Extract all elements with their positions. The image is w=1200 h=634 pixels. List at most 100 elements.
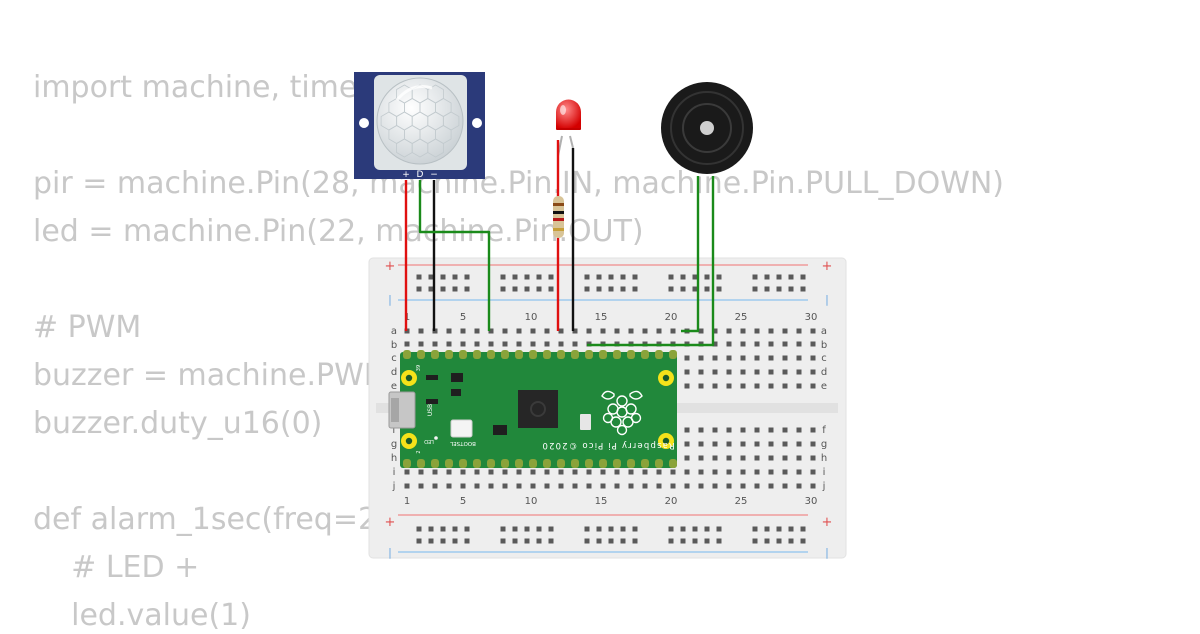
rail-hole	[464, 274, 470, 280]
pico-pin	[515, 459, 523, 468]
breadboard-hole	[418, 328, 424, 334]
rail-hole	[764, 274, 770, 280]
breadboard-hole	[460, 483, 466, 489]
rail-plus-label: +	[385, 259, 396, 274]
pico-pin	[403, 459, 411, 468]
breadboard-hole	[628, 469, 634, 475]
pico-pin	[627, 350, 635, 359]
breadboard-hole	[796, 427, 802, 433]
led-label: LED	[424, 438, 434, 444]
rail-hole	[524, 526, 530, 532]
bootsel-button[interactable]	[450, 419, 473, 438]
pico-pin	[669, 459, 677, 468]
rail-hole	[608, 538, 614, 544]
breadboard-hole	[474, 469, 480, 475]
breadboard-hole	[558, 469, 564, 475]
red-led[interactable]	[556, 99, 581, 157]
rail-hole	[680, 286, 686, 292]
pico-pin	[515, 350, 523, 359]
breadboard-hole	[810, 455, 816, 461]
breadboard-hole	[740, 469, 746, 475]
breadboard-hole	[726, 328, 732, 334]
breadboard-hole	[488, 328, 494, 334]
rail-hole	[500, 286, 506, 292]
raspberry-pi-pico[interactable]: USB BOOTSEL LED 39 2 Ra	[388, 350, 677, 468]
pir-dome	[376, 77, 464, 165]
rail-minus-label: |	[825, 546, 829, 559]
rail-hole	[464, 538, 470, 544]
breadboard-hole	[446, 341, 452, 347]
breadboard-hole	[586, 469, 592, 475]
breadboard-hole	[726, 383, 732, 389]
rail-hole	[452, 538, 458, 544]
breadboard-hole	[446, 469, 452, 475]
rail-hole	[440, 286, 446, 292]
column-number: 20	[665, 496, 678, 507]
row-letter: d	[391, 367, 397, 378]
rail-hole	[620, 286, 626, 292]
row-letter: a	[391, 326, 397, 337]
pico-pin	[417, 350, 425, 359]
breadboard-hole	[488, 483, 494, 489]
wire-pir-data[interactable]	[418, 180, 491, 331]
wire-buzzer-2[interactable]	[681, 176, 700, 333]
column-number: 15	[595, 312, 608, 323]
breadboard-hole	[768, 455, 774, 461]
onboard-led	[434, 436, 438, 440]
code-line: led.value(1)	[33, 598, 251, 633]
row-letter: g	[391, 439, 397, 450]
mounting-hole	[359, 118, 369, 128]
rail-hole	[704, 274, 710, 280]
breadboard-hole	[572, 469, 578, 475]
rail-hole	[608, 526, 614, 532]
rail-hole	[428, 526, 434, 532]
pico-pin	[543, 350, 551, 359]
breadboard-hole	[740, 455, 746, 461]
rail-hole	[500, 526, 506, 532]
rail-hole	[752, 274, 758, 280]
breadboard-hole	[404, 341, 410, 347]
breadboard-hole	[446, 328, 452, 334]
breadboard-hole	[726, 427, 732, 433]
pico-pin	[459, 459, 467, 468]
rail-hole	[764, 538, 770, 544]
breadboard-hole	[740, 341, 746, 347]
pico-pin	[529, 459, 537, 468]
rail-hole	[632, 274, 638, 280]
breadboard-hole	[488, 341, 494, 347]
breadboard-hole	[502, 341, 508, 347]
breadboard-hole	[698, 427, 704, 433]
breadboard-hole	[726, 469, 732, 475]
breadboard-hole	[572, 328, 578, 334]
breadboard-hole	[754, 369, 760, 375]
rail-hole	[752, 538, 758, 544]
rail-hole	[500, 274, 506, 280]
breadboard-hole	[446, 483, 452, 489]
rail-hole	[584, 538, 590, 544]
rail-hole	[680, 274, 686, 280]
piezo-buzzer[interactable]	[661, 82, 753, 174]
breadboard-hole	[558, 341, 564, 347]
pico-brand-label: Raspberry Pi Pico ©2020	[541, 440, 675, 450]
rail-hole	[584, 286, 590, 292]
rail-hole	[464, 286, 470, 292]
pico-pin	[445, 459, 453, 468]
wire-buzzer-1[interactable]	[587, 176, 715, 347]
pir-pin-label-gnd: −	[430, 170, 438, 180]
breadboard-hole	[586, 483, 592, 489]
breadboard-hole	[782, 355, 788, 361]
rail-hole	[680, 526, 686, 532]
breadboard-hole	[432, 341, 438, 347]
rail-hole	[788, 526, 794, 532]
pir-sensor[interactable]: + D −	[354, 72, 485, 180]
rail-hole	[764, 526, 770, 532]
row-letter: i	[393, 467, 396, 478]
column-number: 25	[735, 496, 748, 507]
breadboard-hole	[684, 455, 690, 461]
rail-plus-label: +	[385, 515, 396, 530]
breadboard-hole	[656, 483, 662, 489]
breadboard-hole	[810, 469, 816, 475]
column-number: 1	[404, 496, 410, 507]
rail-hole	[524, 538, 530, 544]
breadboard-hole	[768, 369, 774, 375]
